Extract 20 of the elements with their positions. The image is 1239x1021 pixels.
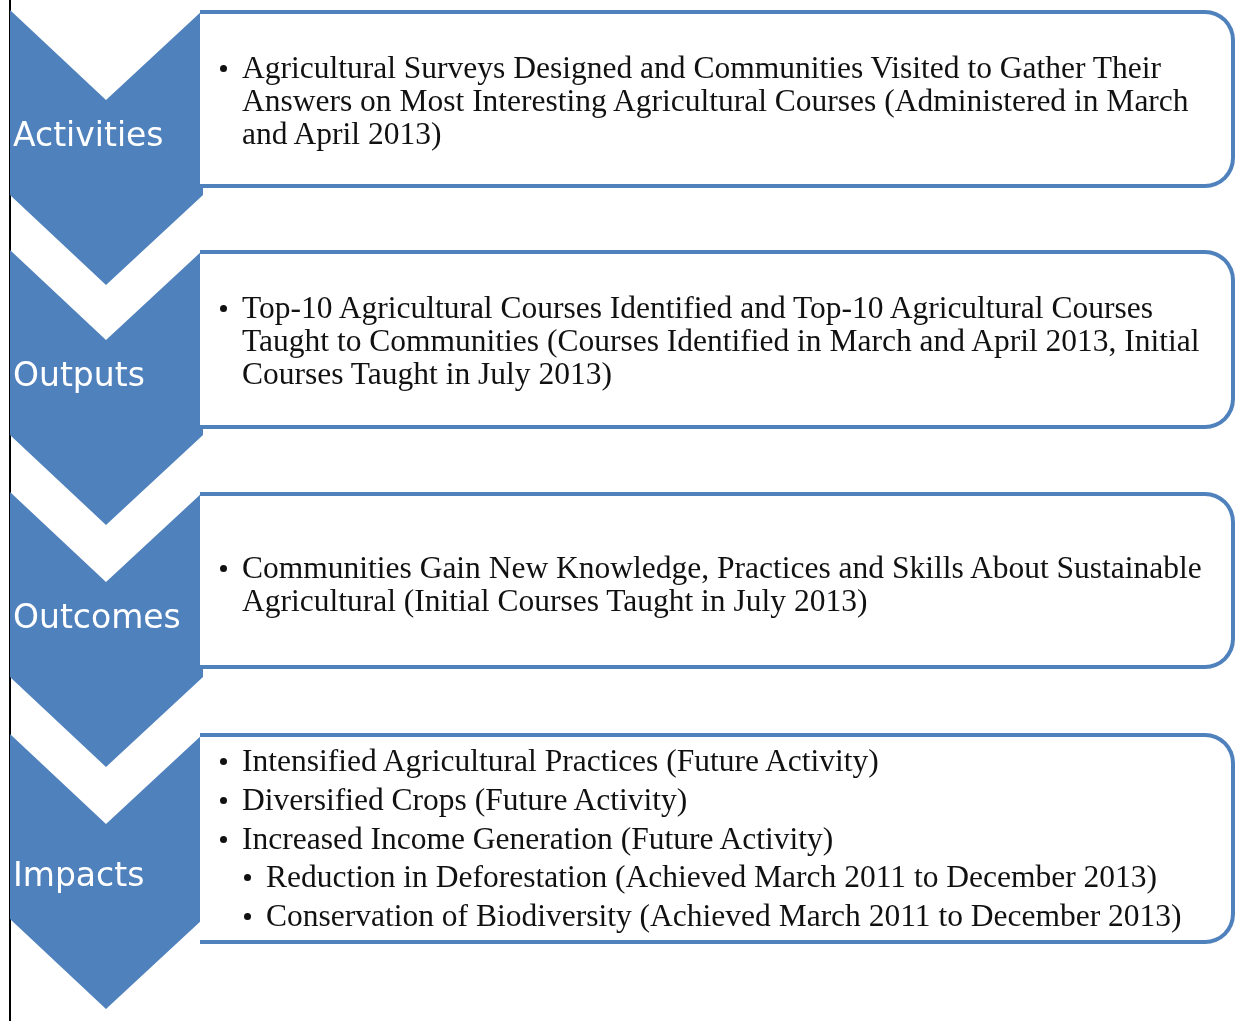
chevron-shape (10, 10, 203, 285)
chevron-shape (10, 250, 203, 525)
stage-label: Outcomes (13, 597, 181, 636)
bullet-text: Agricultural Surveys Designed and Communities Visited to Gather Their Answers on Most Interesting Agricultural Courses (Administered in March and April 2013) (242, 51, 1190, 150)
stage-label: Impacts (13, 855, 145, 894)
stage-label: Outputs (13, 355, 145, 394)
content-box (200, 250, 1235, 429)
chevron-shape (10, 492, 203, 767)
content-box (200, 10, 1235, 188)
content-box (200, 492, 1235, 669)
bullet-text: Conservation of Biodiversity (Achieved March 2011 to December 2013) (266, 899, 1183, 932)
bullet-text: Reduction in Deforestation (Achieved March 2011 to December 2013) (266, 860, 1159, 893)
bullet-text: Communities Gain New Knowledge, Practices and Skills About Sustainable Agricultural (Initial Courses Taught in July 2013) (242, 551, 1203, 617)
content-box (200, 733, 1235, 944)
chevron-shape (10, 734, 203, 1009)
bullet-text: Top-10 Agricultural Courses Identified and Top-10 Agricultural Courses Taught to Communities (Courses Identified in March and April 2013, Initial Courses Taught in July 2013) (242, 291, 1201, 390)
bullet-text: Increased Income Generation (Future Activity) (242, 822, 835, 855)
bullet-text: Diversified Crops (Future Activity) (242, 783, 689, 816)
stage-label: Activities (13, 115, 164, 154)
bullet-text: Intensified Agricultural Practices (Future Activity) (242, 744, 880, 777)
